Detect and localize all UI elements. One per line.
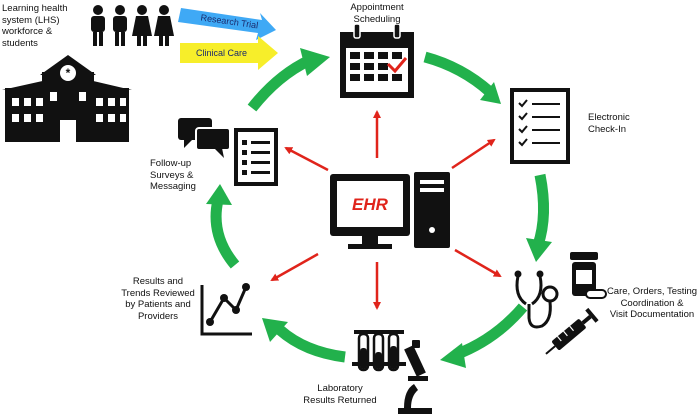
survey-list-icon (234, 128, 278, 186)
cycle-arrow-checkin-to-care (526, 173, 552, 262)
ehr-arrow-results (270, 252, 319, 282)
care-orders-label: Care, Orders, Testing Coordination & Vis… (606, 286, 698, 320)
chat-bubbles-icon (178, 118, 231, 158)
lhs-workforce-label: Learning health system (LHS) workforce &… (2, 3, 68, 49)
cycle-arrow-results-to-followup (206, 184, 240, 269)
computer-icon: EHR (330, 172, 450, 249)
cycle-arrow-lab-to-results (262, 318, 346, 363)
cycle-arrow-appointment-to-checkin (423, 51, 501, 104)
checklist-icon (510, 88, 570, 164)
ehr-arrow-checkin (451, 138, 496, 170)
people-icon (91, 5, 174, 46)
appointment-scheduling-label: Appointment Scheduling (350, 2, 404, 25)
pill-bottle-icon (570, 252, 607, 299)
line-chart-icon (200, 283, 252, 336)
ehr-label: EHR (352, 195, 389, 214)
ehr-arrow-followup (284, 146, 329, 172)
cycle-arrow-care-to-lab (440, 303, 528, 368)
syringe-icon (545, 307, 599, 355)
stethoscope-icon (514, 270, 559, 329)
research-trial-banner: Research Trial (178, 8, 276, 40)
microscope-icon (398, 340, 432, 414)
followup-surveys-label: Follow-up Surveys & Messaging (150, 158, 196, 192)
test-tubes-icon (352, 330, 406, 372)
results-trends-label: Results and Trends Reviewed by Patients … (121, 276, 195, 322)
laboratory-results-label: Laboratory Results Returned (303, 383, 377, 406)
ehr-arrows (270, 110, 502, 310)
cycle-arrow-followup-to-appointment (247, 48, 330, 112)
calendar-icon (340, 23, 414, 98)
cycle-arrows (206, 48, 552, 368)
clinical-care-banner: Clinical Care (180, 36, 278, 70)
hospital-icon: * (2, 55, 132, 142)
electronic-checkin-label: Electronic Check-In (588, 112, 630, 135)
svg-text:*: * (66, 66, 71, 80)
clinical-care-label: Clinical Care (196, 48, 247, 58)
ehr-arrow-care (454, 248, 502, 278)
